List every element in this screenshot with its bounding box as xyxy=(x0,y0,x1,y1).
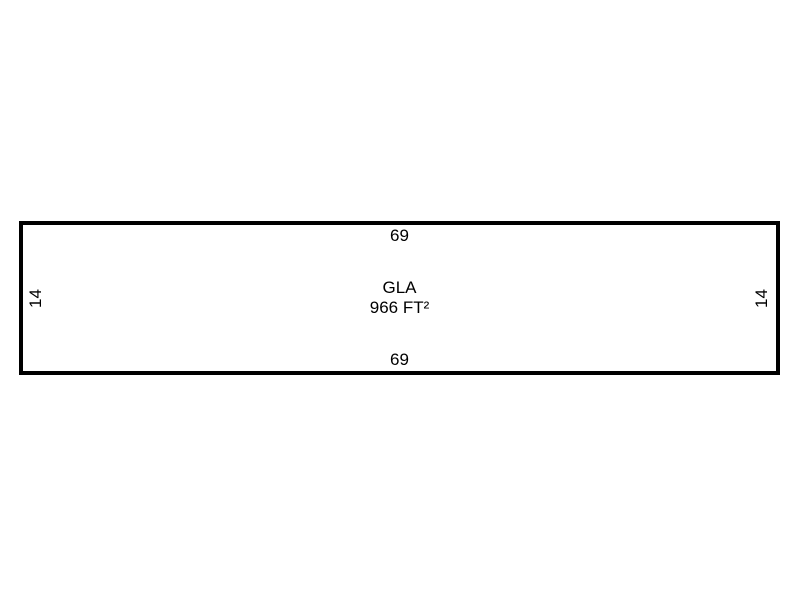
area-label-block: GLA 966 FT² xyxy=(23,278,776,318)
area-value-label: 966 FT² xyxy=(369,298,430,317)
area-name-label: GLA xyxy=(382,278,417,297)
dimension-label-top: 69 xyxy=(390,226,409,245)
dimension-label-bottom: 69 xyxy=(390,350,409,369)
floor-plan-outline: 69 69 14 14 GLA 966 FT² xyxy=(19,221,780,375)
